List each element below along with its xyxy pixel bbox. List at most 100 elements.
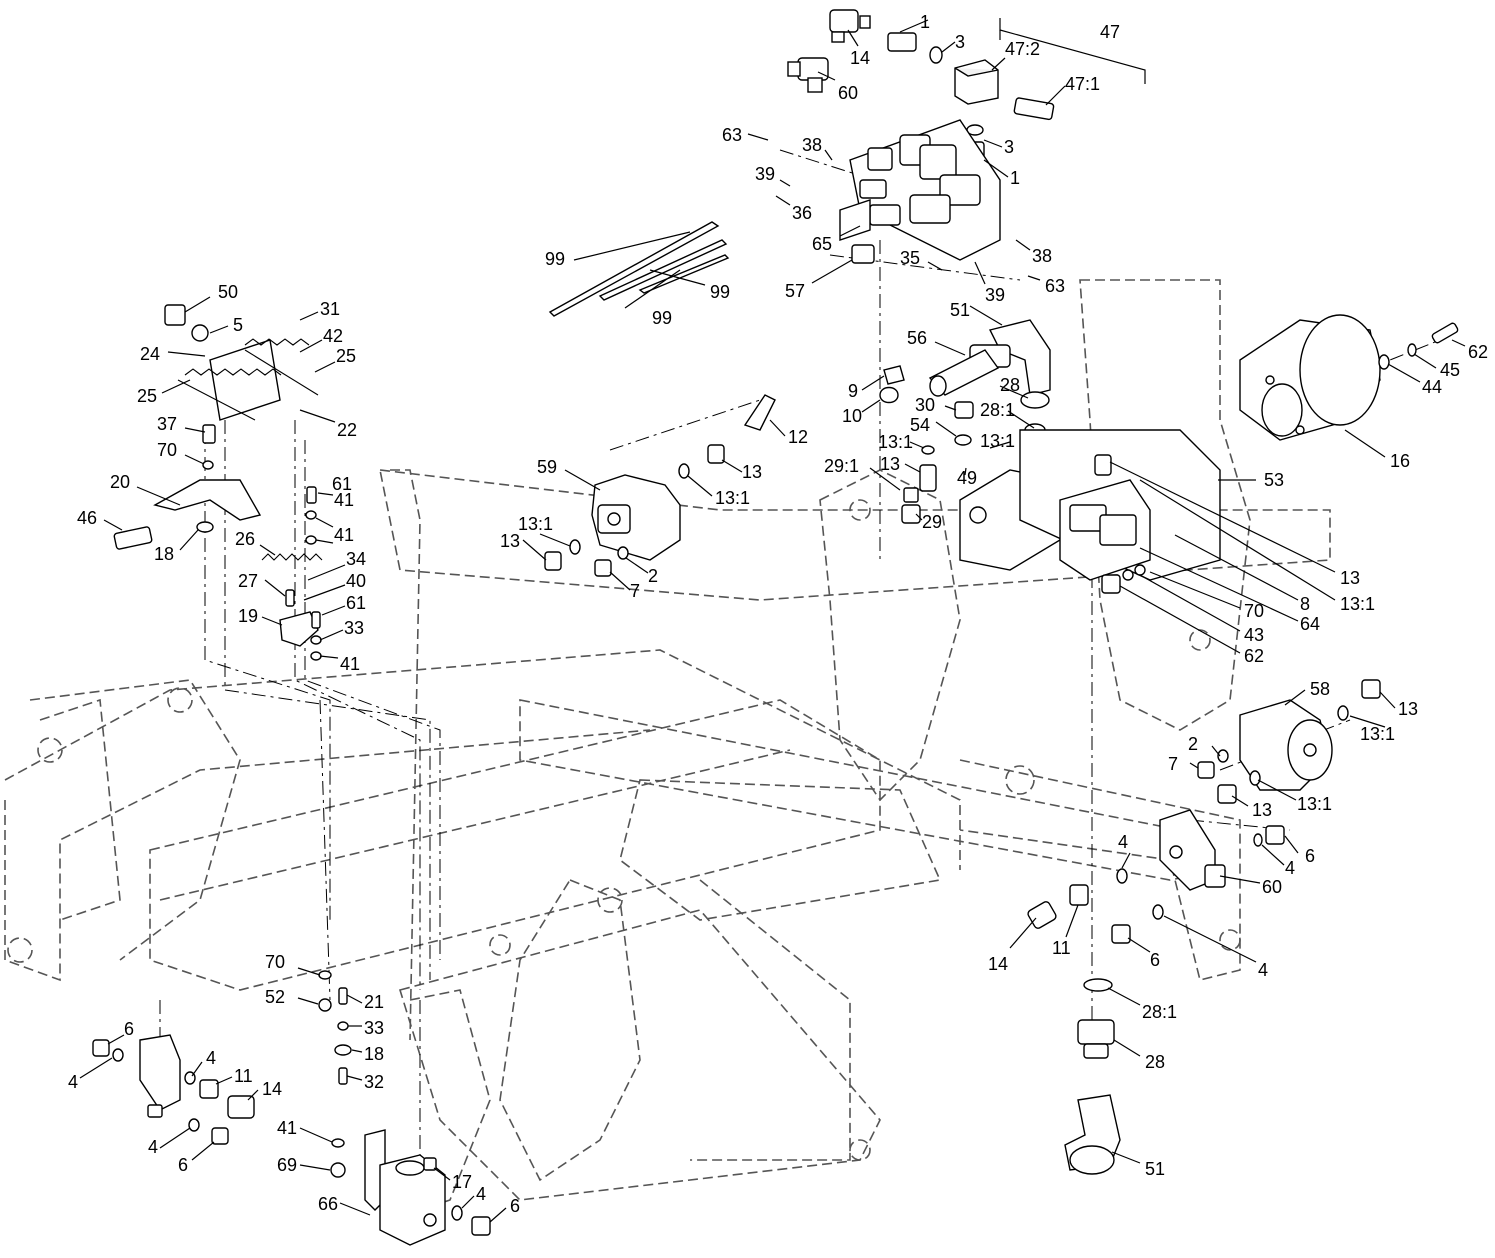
callout-label: 11 (1052, 938, 1071, 958)
callout-label: 56 (907, 328, 927, 348)
callout-label: 2 (648, 566, 658, 586)
callout-label: 99 (710, 282, 730, 302)
callout-label: 6 (1305, 846, 1315, 866)
o-ring-13-1-mid (921, 445, 935, 455)
callout-labels: 1 14 3 47 47:2 47:1 60 63 38 3 1 39 36 6… (68, 12, 1488, 1216)
callout-label: 8 (1300, 594, 1310, 614)
o-ring-4-lower-a (112, 1048, 124, 1062)
o-ring-3-top (929, 46, 943, 64)
plug-7-left (594, 559, 612, 577)
main-pump-assembly (959, 429, 1221, 594)
adapter-6-b (1111, 924, 1131, 944)
callout-label: 13:1 (518, 514, 553, 534)
washer-18-lower (334, 1044, 352, 1056)
gear-pump-59 (591, 474, 681, 561)
callout-label: 16 (1390, 451, 1410, 471)
callout-label: 42 (323, 326, 343, 346)
callout-label: 3 (1004, 137, 1014, 157)
callout-label: 5 (233, 315, 243, 335)
callout-label: 4 (1285, 858, 1295, 878)
callout-label: 57 (785, 281, 805, 301)
callout-label: 2 (1188, 734, 1198, 754)
washer-33-top (310, 635, 322, 645)
washer-45 (1407, 343, 1417, 357)
callout-label: 4 (68, 1072, 78, 1092)
callout-label: 36 (792, 203, 812, 223)
callout-label: 18 (364, 1044, 384, 1064)
callout-label: 14 (262, 1079, 282, 1099)
callout-label: 14 (988, 954, 1008, 974)
callout-label: 13 (1252, 800, 1272, 820)
callout-label: 53 (1264, 470, 1284, 490)
washer-70-lower (318, 970, 332, 980)
callout-label: 47 (1100, 22, 1120, 42)
callout-label: 41 (334, 490, 354, 510)
callout-label: 13:1 (1297, 794, 1332, 814)
washer-33-lower (337, 1021, 349, 1031)
callout-label: 66 (318, 1194, 338, 1214)
callout-label: 9 (848, 381, 858, 401)
gear-pump-58 (1239, 699, 1333, 791)
bolt-62 (1431, 322, 1459, 344)
grip-46 (113, 526, 153, 550)
o-ring-54 (954, 434, 972, 446)
valve-block-47 (954, 59, 1055, 121)
callout-label: 44 (1422, 377, 1442, 397)
callout-label: 60 (838, 83, 858, 103)
plug-7-right (1197, 761, 1215, 779)
callout-label: 61 (346, 593, 366, 613)
washer-41-b (305, 535, 317, 545)
pin-21 (338, 987, 348, 1005)
callout-label: 1 (1010, 168, 1020, 188)
nut-69 (330, 1162, 346, 1178)
callout-label: 37 (157, 414, 177, 434)
washer-41-c (310, 651, 322, 661)
callout-label: 28:1 (1142, 1002, 1177, 1022)
callout-label: 61 (332, 474, 352, 494)
adapter-13-mid (919, 464, 937, 492)
callout-label: 62 (1244, 646, 1264, 666)
adapter-6-lower-a (92, 1039, 110, 1057)
callout-label: 69 (277, 1155, 297, 1175)
o-ring-4-lower-c (188, 1118, 200, 1132)
bolt-61-b (311, 611, 321, 629)
nut-52 (318, 998, 332, 1012)
callout-label: 13:1 (1360, 724, 1395, 744)
callout-label: 24 (140, 344, 160, 364)
screw-17 (423, 1157, 437, 1171)
callout-label: 13 (880, 454, 900, 474)
callout-label: 12 (788, 427, 808, 447)
fitting-28-top (1020, 391, 1050, 409)
callout-label: 29 (922, 512, 942, 532)
hose-fitting-56 (928, 349, 1000, 397)
callout-label: 11 (234, 1066, 253, 1086)
washer-41-a (305, 510, 317, 520)
callout-label: 4 (1258, 960, 1268, 980)
callout-label: 6 (124, 1019, 134, 1039)
callout-label: 6 (1150, 950, 1160, 970)
bolt-61-top (306, 486, 317, 504)
adapter-13-59 (707, 444, 725, 464)
callout-label: 59 (537, 457, 557, 477)
leader-lines (79, 18, 1466, 1223)
callout-label: 6 (178, 1155, 188, 1175)
adapter-13-58 (1361, 679, 1381, 699)
callout-label: 13:1 (878, 432, 913, 452)
adapter-6-a (1265, 825, 1285, 845)
adapter-6-lower-b (211, 1127, 229, 1145)
callout-label: 13:1 (715, 488, 750, 508)
adapter-fitting-top (887, 32, 917, 52)
callout-label: 29:1 (824, 456, 859, 476)
callout-label: 47:1 (1065, 74, 1100, 94)
valve-60-right (1159, 809, 1226, 891)
fitting-28-lower (1077, 1019, 1115, 1059)
callout-label: 10 (842, 406, 862, 426)
control-valve-assembly (839, 119, 1001, 264)
callout-label: 19 (238, 606, 258, 626)
callout-label: 13 (742, 462, 762, 482)
callout-label: 41 (334, 525, 354, 545)
callout-label: 4 (206, 1048, 216, 1068)
callout-label: 13:1 (980, 431, 1015, 451)
cable-ties-99 (548, 221, 730, 317)
callout-label: 13 (1340, 568, 1360, 588)
